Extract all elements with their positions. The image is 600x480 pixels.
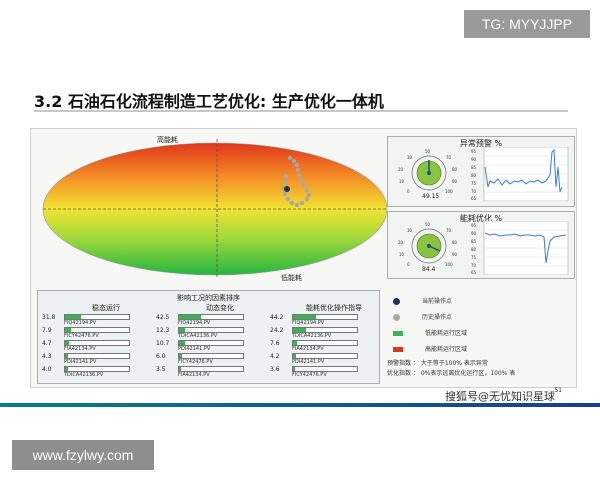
legend-low: 低能耗运行区域 bbox=[393, 328, 467, 337]
slide-title: 3.2 石油石化流程制造工艺优化: 生产优化一体机 bbox=[34, 92, 384, 111]
svg-text:30: 30 bbox=[407, 228, 413, 233]
energy-optimization-panel: 能耗优化 % 50 30 70 20 80 10 90 0 100 84.4 95 90 85 … bbox=[387, 211, 575, 279]
energy-heatmap bbox=[42, 139, 388, 279]
svg-text:70: 70 bbox=[446, 155, 452, 160]
svg-text:70: 70 bbox=[446, 228, 452, 233]
svg-text:0: 0 bbox=[407, 189, 410, 194]
svg-text:10: 10 bbox=[399, 179, 405, 184]
legend-optimization-index: 优化指数 ： 0%表示远离优化运行区，100% 表 bbox=[387, 370, 516, 377]
svg-text:65: 65 bbox=[471, 196, 477, 201]
legend-high: 高能耗运行区域 bbox=[393, 344, 467, 353]
high-energy-swatch bbox=[393, 347, 403, 352]
svg-text:100: 100 bbox=[445, 262, 453, 267]
anomaly-value: 49.15 bbox=[422, 193, 440, 200]
history-trajectory bbox=[281, 155, 312, 208]
svg-text:50: 50 bbox=[425, 222, 431, 227]
svg-text:75: 75 bbox=[471, 181, 477, 186]
anomaly-gauge: 50 30 70 20 80 10 90 0 100 bbox=[398, 149, 458, 194]
tg-watermark: TG: MYYJJPP bbox=[464, 10, 590, 38]
svg-text:20: 20 bbox=[398, 240, 404, 245]
legend-warning-index: 预警指数 ： 大于等于100% 表示异常 bbox=[387, 360, 488, 367]
svg-text:90: 90 bbox=[471, 157, 477, 162]
svg-text:70: 70 bbox=[471, 189, 477, 194]
svg-text:90: 90 bbox=[471, 231, 477, 236]
legend-current: 当前操作点 bbox=[393, 296, 452, 305]
legend-history: 历史操作点 bbox=[393, 312, 452, 321]
svg-text:95: 95 bbox=[471, 223, 477, 228]
brand-watermark: 搜狐号@无忧知识星球 bbox=[445, 390, 555, 403]
page-number: 51 bbox=[554, 387, 562, 394]
svg-text:100: 100 bbox=[445, 189, 453, 194]
current-point-icon bbox=[393, 298, 400, 305]
svg-text:90: 90 bbox=[452, 179, 458, 184]
low-energy-label: 低能耗 bbox=[281, 274, 302, 282]
energy-trend-chart: 95 90 85 80 75 70 65 bbox=[471, 221, 569, 275]
factor-column-header: 能耗优化操作指导 bbox=[306, 304, 362, 312]
svg-text:0: 0 bbox=[407, 262, 410, 267]
energy-value: 84.4 bbox=[422, 266, 436, 273]
anomaly-warning-panel: 异常预警 % 50 30 70 20 80 10 90 0 100 49.15 95 90 85… bbox=[387, 136, 575, 207]
svg-text:80: 80 bbox=[452, 167, 458, 172]
svg-text:80: 80 bbox=[471, 247, 477, 252]
factor-column-header: 动态变化 bbox=[206, 304, 234, 312]
low-energy-swatch bbox=[393, 331, 403, 336]
map-legend: 当前操作点 历史操作点 低能耗运行区域 高能耗运行区域 预警指数 ： 大于等于1… bbox=[383, 292, 573, 382]
svg-text:30: 30 bbox=[407, 155, 413, 160]
svg-text:20: 20 bbox=[398, 167, 404, 172]
svg-text:90: 90 bbox=[452, 252, 458, 257]
svg-text:85: 85 bbox=[471, 239, 477, 244]
high-energy-label: 高能耗 bbox=[157, 136, 178, 144]
svg-text:70: 70 bbox=[471, 263, 477, 268]
anomaly-trend-chart: 95 90 85 80 75 70 65 bbox=[471, 147, 569, 201]
svg-text:65: 65 bbox=[471, 270, 477, 275]
svg-text:80: 80 bbox=[452, 240, 458, 245]
svg-text:75: 75 bbox=[471, 255, 477, 260]
svg-text:80: 80 bbox=[471, 173, 477, 178]
factor-ranking-title: 影响工况的因素排序 bbox=[177, 294, 240, 302]
energy-gauge: 50 30 70 20 80 10 90 0 100 bbox=[398, 222, 458, 267]
current-point bbox=[284, 186, 290, 192]
svg-text:50: 50 bbox=[425, 149, 431, 154]
svg-text:10: 10 bbox=[399, 252, 405, 257]
footer-band bbox=[0, 403, 600, 407]
title-divider bbox=[34, 110, 568, 112]
history-point-icon bbox=[393, 314, 400, 321]
factor-column-header: 稳态运行 bbox=[92, 304, 120, 312]
svg-text:95: 95 bbox=[471, 149, 477, 154]
svg-text:85: 85 bbox=[471, 165, 477, 170]
site-watermark: www.fzylwy.com bbox=[12, 440, 154, 470]
anomaly-warning-title: 异常预警 % bbox=[459, 139, 503, 148]
energy-optimization-title: 能耗优化 % bbox=[459, 214, 503, 223]
